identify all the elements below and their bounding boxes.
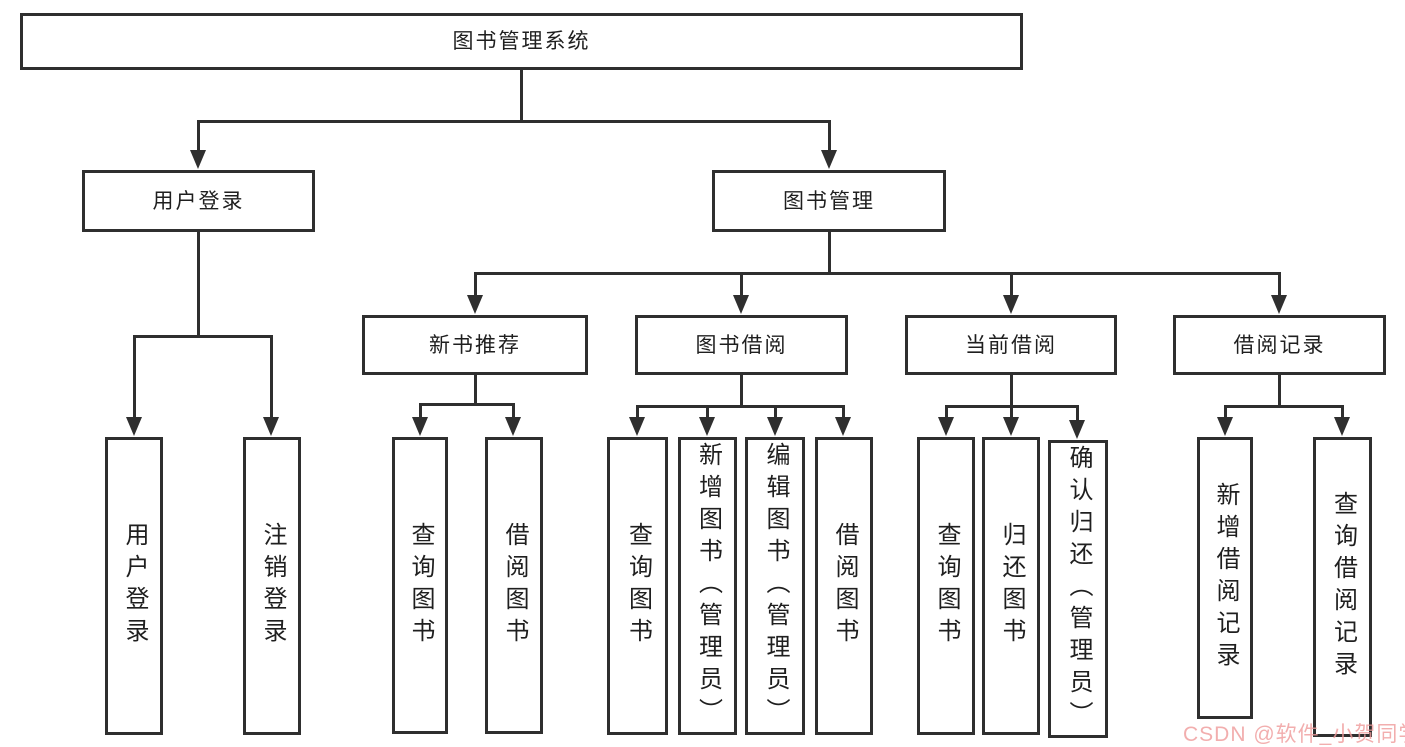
node-book-borrow: 图书借阅 [635,315,848,375]
leaf-return-book: 归还图书 [982,437,1040,735]
leaf-current-query-book-label: 查询图书 [933,522,960,650]
connector-shaft-add-record [1224,405,1227,418]
leaf-add-book-admin-label: 新增图书（管理员） [694,442,722,730]
connector-shaft-user-login [197,120,200,151]
leaf-borrow-query-book-label: 查询图书 [624,522,652,650]
csdn-watermark: CSDN @软件_小贺同学 [1183,723,1405,746]
connector-shaft-add-book [706,405,709,418]
leaf-add-borrow-record: 新增借阅记录 [1197,437,1253,719]
node-new-book-recommend-label: 新书推荐 [429,333,521,357]
arrow-down-return-book [1003,417,1019,436]
connector-recommend-rail [419,403,515,406]
node-current-borrow: 当前借阅 [905,315,1117,375]
arrow-down-book-borrow [733,295,749,314]
connector-shaft-leaf-user-login [133,335,136,418]
node-book-mgmt: 图书管理 [712,170,946,232]
connector-shaft-edit-book [774,405,777,418]
connector-shaft-leaf-logout [270,335,273,418]
arrow-down-add-record [1217,417,1233,436]
leaf-logout: 注销登录 [243,437,301,735]
arrow-down-add-book [699,417,715,436]
leaf-edit-book-admin-label: 编辑图书（管理员） [762,442,789,730]
connector-shaft-borrow-record [1278,272,1281,296]
connector-shaft-return-book [1010,405,1013,418]
arrow-down-current-borrow [1003,295,1019,314]
leaf-recommend-query-book-label: 查询图书 [407,521,434,650]
connector-current-stem [1010,375,1013,405]
leaf-confirm-return-admin: 确认归还（管理员） [1048,440,1108,738]
connector-user-login-stem [197,232,200,335]
node-user-login: 用户登录 [82,170,315,232]
leaf-confirm-return-admin-label: 确认归还（管理员） [1065,445,1092,733]
node-root: 图书管理系统 [20,13,1023,70]
node-user-login-label: 用户登录 [152,189,245,213]
connector-user-login-rail [133,335,273,338]
leaf-borrow-book: 借阅图书 [815,437,873,735]
connector-shaft-confirm-return [1076,405,1079,421]
arrow-down-query-record [1334,417,1350,436]
leaf-add-borrow-record-label: 新增借阅记录 [1212,482,1239,674]
node-book-borrow-label: 图书借阅 [695,333,788,357]
leaf-query-borrow-record: 查询借阅记录 [1313,437,1372,737]
connector-shaft-book-mgmt [828,120,831,151]
connector-root-rail [197,120,831,123]
arrow-down-current-query [938,417,954,436]
leaf-query-borrow-record-label: 查询借阅记录 [1329,491,1357,683]
node-current-borrow-label: 当前借阅 [965,333,1057,357]
arrow-down-borrow-query [629,417,645,436]
connector-shaft-current-borrow [1010,272,1013,296]
connector-record-rail [1224,405,1343,408]
leaf-recommend-query-book: 查询图书 [392,437,448,734]
leaf-user-login-label: 用户登录 [121,522,148,650]
connector-record-stem [1278,375,1281,405]
node-new-book-recommend: 新书推荐 [362,315,588,375]
connector-book-mgmt-stem [828,232,831,272]
arrow-down-confirm-return [1069,420,1085,439]
connector-root-stem [520,70,523,120]
arrow-down-borrow-book [835,417,851,436]
arrow-down-recommend-query [412,417,428,436]
connector-shaft-book-borrow [740,272,743,296]
leaf-add-book-admin: 新增图书（管理员） [678,437,737,735]
connector-shaft-recommend-borrow [512,403,515,418]
leaf-edit-book-admin: 编辑图书（管理员） [745,437,805,735]
connector-shaft-query-record [1341,405,1344,418]
arrow-down-new-book-recommend [467,295,483,314]
leaf-current-query-book: 查询图书 [917,437,975,735]
node-book-mgmt-label: 图书管理 [783,189,875,213]
arrow-down-borrow-record [1271,295,1287,314]
leaf-logout-label: 注销登录 [259,522,286,650]
node-borrow-record-label: 借阅记录 [1233,333,1326,357]
connector-shaft-borrow-query [636,405,639,418]
connector-recommend-stem [474,375,477,403]
arrow-down-recommend-borrow [505,417,521,436]
leaf-recommend-borrow-book-label: 借阅图书 [501,521,528,650]
connector-shaft-recommend-query [419,403,422,418]
leaf-borrow-query-book: 查询图书 [607,437,668,735]
connector-book-borrow-rail [636,405,845,408]
node-root-label: 图书管理系统 [452,30,591,53]
leaf-borrow-book-label: 借阅图书 [831,522,858,650]
arrow-down-book-mgmt [821,150,837,169]
leaf-return-book-label: 归还图书 [998,522,1025,650]
node-borrow-record: 借阅记录 [1173,315,1386,375]
connector-shaft-borrow-book [842,405,845,418]
leaf-user-login: 用户登录 [105,437,163,735]
connector-book-mgmt-rail [474,272,1281,275]
arrow-down-leaf-logout [263,417,279,436]
arrow-down-edit-book [767,417,783,436]
connector-shaft-current-query [945,405,948,418]
arrow-down-user-login [190,150,206,169]
leaf-recommend-borrow-book: 借阅图书 [485,437,543,734]
connector-book-borrow-stem [740,375,743,405]
connector-shaft-new-book-recommend [474,272,477,296]
arrow-down-leaf-user-login [126,417,142,436]
